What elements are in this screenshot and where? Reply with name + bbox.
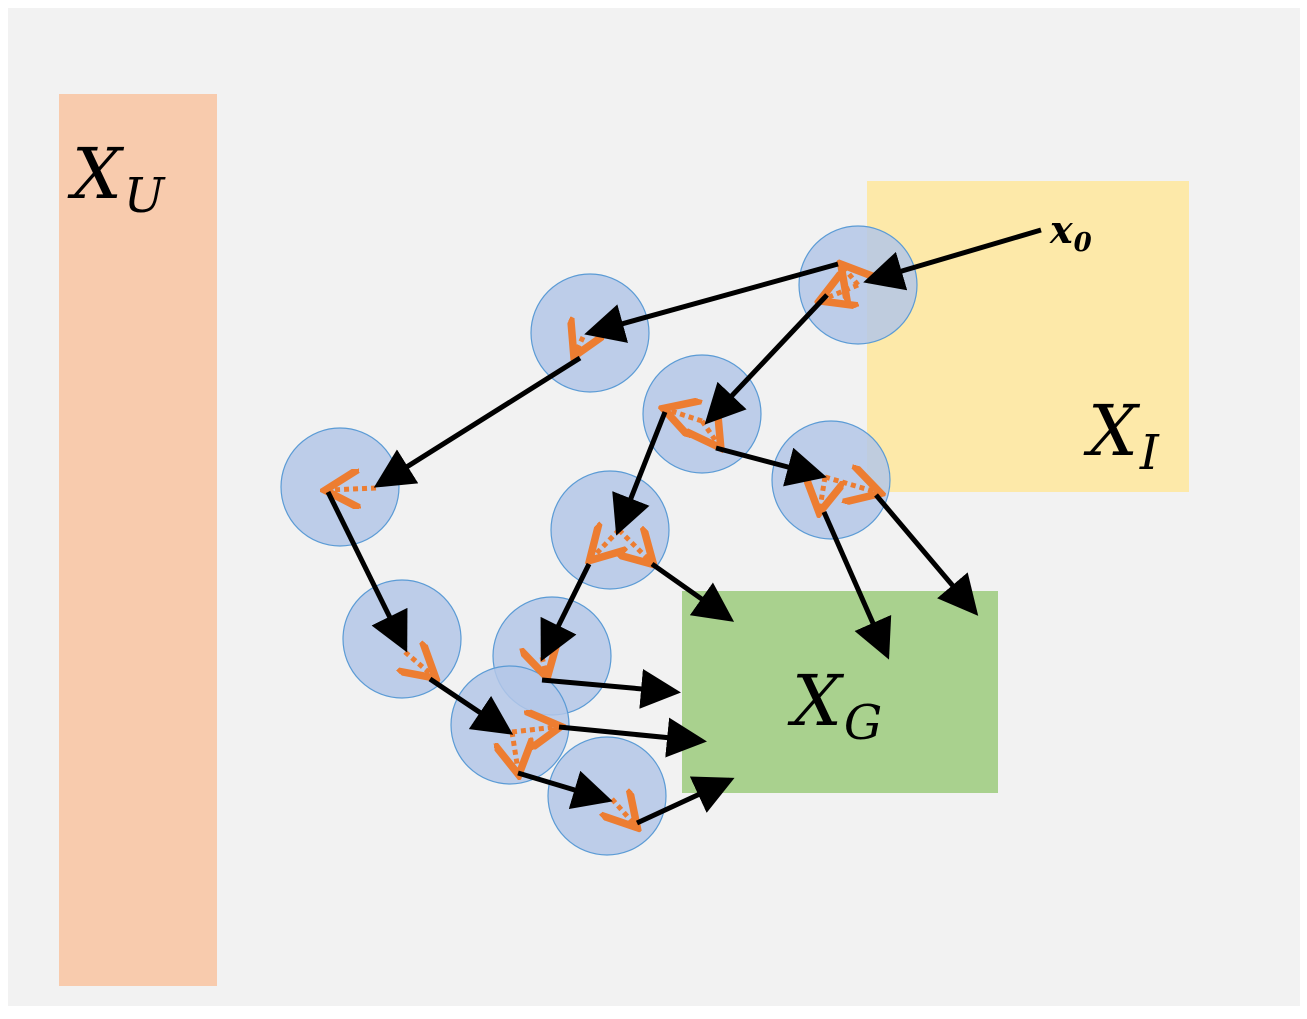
goal-region-label: XG bbox=[787, 660, 882, 751]
trajectory-arrow bbox=[715, 445, 827, 487]
perturbation-arrow bbox=[619, 530, 650, 561]
trajectory-arrow bbox=[863, 227, 1042, 291]
trajectory-arrow bbox=[517, 770, 613, 810]
state-ball bbox=[771, 420, 891, 540]
trajectory-arrow bbox=[704, 293, 829, 425]
trajectory-arrow bbox=[540, 562, 592, 662]
state-ball bbox=[547, 736, 667, 856]
trajectory-arrow bbox=[541, 668, 681, 709]
start-label-sub: 0 bbox=[1074, 228, 1092, 258]
perturbation-arrow bbox=[612, 799, 634, 824]
trajectory-arrow bbox=[584, 261, 839, 343]
start-label-main: x bbox=[1049, 207, 1074, 252]
perturbation-arrow bbox=[576, 337, 583, 352]
perturbation-arrow bbox=[511, 727, 556, 732]
trajectory-arrow bbox=[821, 510, 892, 660]
trajectory-arrow bbox=[428, 676, 514, 735]
perturbation-arrow bbox=[593, 530, 619, 557]
trajectory-arrow bbox=[325, 490, 408, 653]
goal-region bbox=[682, 591, 998, 793]
trajectory-arrow bbox=[558, 717, 707, 758]
perturbation-arrow bbox=[668, 410, 703, 421]
perturbation-arrow bbox=[330, 488, 377, 490]
trajectory-arrow bbox=[874, 493, 979, 616]
state-ball bbox=[550, 470, 670, 590]
trajectory-arrow bbox=[635, 776, 735, 826]
goal-label-main: X bbox=[787, 660, 845, 742]
trajectory-arrows bbox=[325, 227, 1042, 826]
unsafe-region bbox=[59, 94, 217, 986]
perturbation-arrow bbox=[702, 421, 718, 444]
unsafe-region-label: XU bbox=[67, 133, 166, 224]
initial-label-main: X bbox=[1083, 390, 1141, 472]
perturbation-arrow bbox=[824, 285, 858, 299]
goal-label-sub: G bbox=[844, 695, 882, 751]
perturbation-arrow bbox=[405, 652, 432, 675]
perturbation-arrows bbox=[330, 268, 876, 824]
state-ball bbox=[280, 427, 400, 547]
state-ball bbox=[450, 665, 570, 785]
unsafe-label-main: X bbox=[67, 133, 125, 215]
perturbation-arrow bbox=[512, 731, 518, 770]
trajectory-arrow bbox=[373, 355, 582, 488]
initial-label-sub: I bbox=[1139, 425, 1160, 481]
trajectory-arrow bbox=[650, 561, 735, 622]
trajectory-arrow bbox=[612, 411, 668, 536]
initial-region-label: XI bbox=[1083, 390, 1160, 481]
start-state-label: x0 bbox=[1049, 207, 1092, 258]
unsafe-label-sub: U bbox=[124, 168, 166, 224]
